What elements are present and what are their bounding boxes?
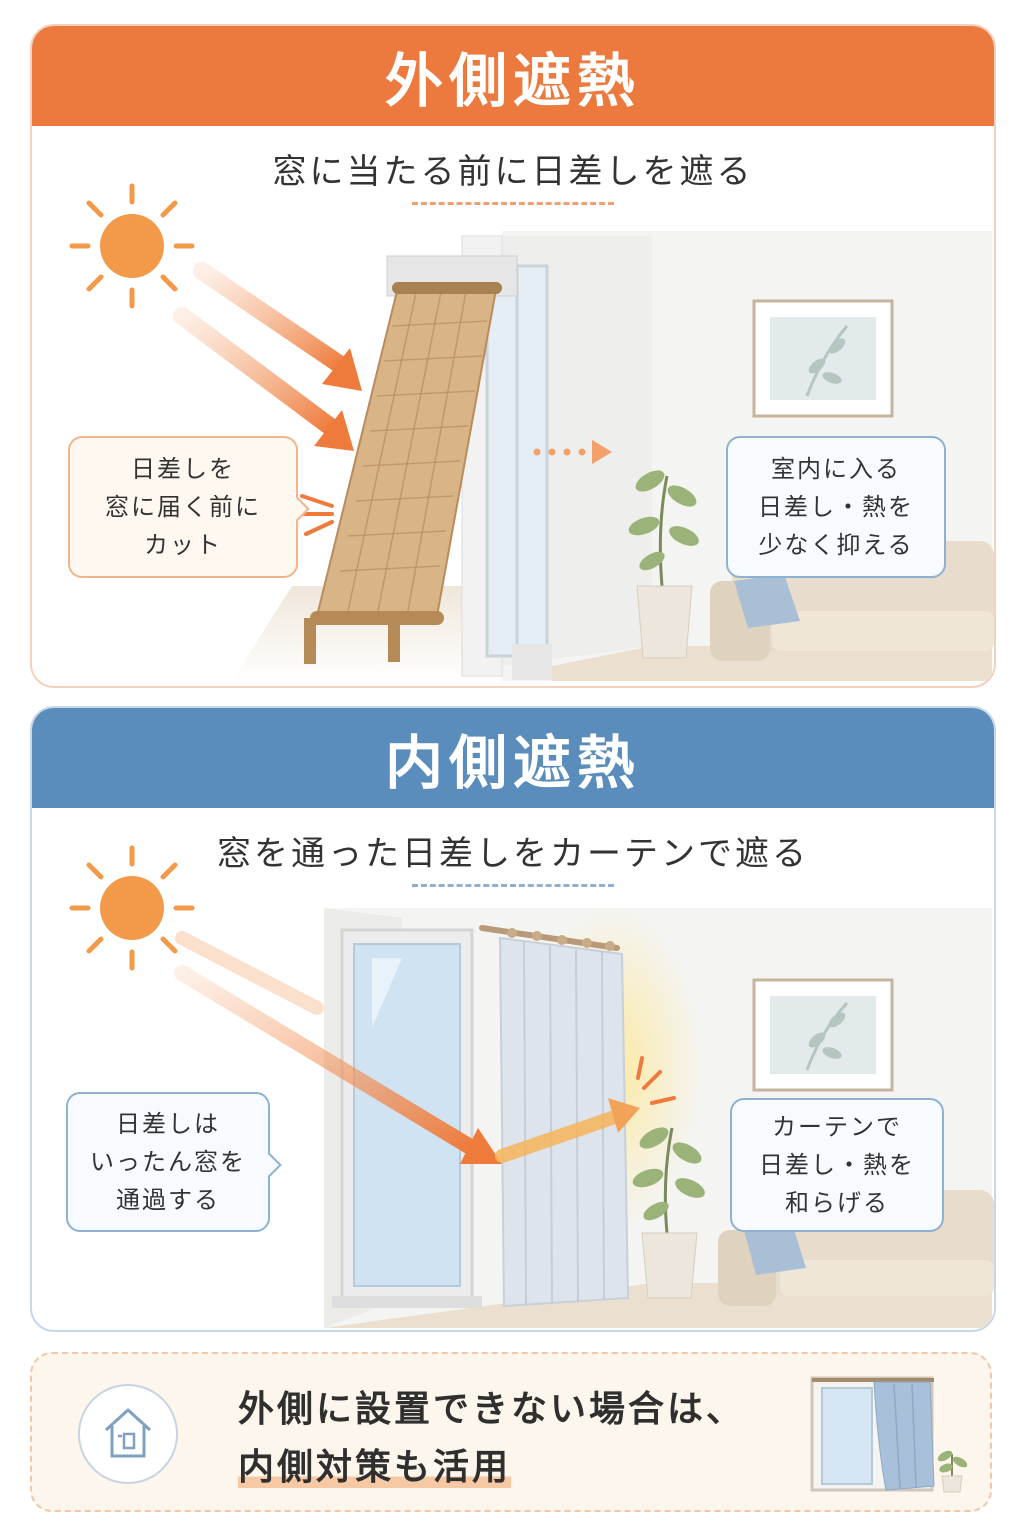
outer-bubble-left-text: 日差しを 窓に届く前に カット — [105, 455, 261, 559]
picture-frame — [752, 978, 894, 1092]
inner-bubble-left-text: 日差しは いったん窓を 通過する — [90, 1110, 246, 1214]
inner-subtitle: 窓を通った日差しをカーテンで遮る — [217, 834, 809, 874]
outer-subtitle: 窓に当たる前に日差しを遮る — [272, 152, 754, 192]
outer-dash-divider — [412, 202, 614, 205]
outer-panel: 外側遮熱 窓に当たる前に日差しを遮る — [30, 24, 996, 688]
inner-dash-divider — [412, 884, 614, 887]
outer-scene — [69, 183, 994, 681]
inner-impact-lines — [636, 1056, 676, 1105]
outer-impact-lines — [298, 494, 334, 536]
cushion — [734, 574, 800, 628]
inner-title: 内側遮熱 — [32, 708, 994, 808]
bamboo-blind — [304, 255, 518, 664]
inner-panel: 内側遮熱 窓を通った日差しをカーテンで遮る — [30, 706, 996, 1332]
plant — [628, 470, 699, 659]
inner-scene — [69, 845, 994, 1328]
sun-icon — [69, 845, 195, 971]
footer-tip: 外側に設置できない場合は、 内側対策も活用 — [30, 1352, 992, 1512]
footer-curtain-illustration — [810, 1376, 968, 1493]
footer-line-2-text: 内側対策も活用 — [238, 1447, 512, 1488]
inner-bubble-left: 日差しは いったん窓を 通過する — [66, 1092, 282, 1232]
outer-bubble-right: 室内に入る 日差し・熱を 少なく抑える — [726, 436, 946, 578]
inner-bubble-right-text: カーテンで 日差し・熱を 和らげる — [759, 1113, 915, 1217]
inner-bubble-right: カーテンで 日差し・熱を 和らげる — [730, 1098, 944, 1232]
inner-sunlight-arrow — [174, 931, 640, 1164]
outer-reduced-heat-arrow — [533, 440, 612, 464]
footer-line-1: 外側に設置できない場合は、 — [238, 1389, 746, 1430]
house-icon-circle — [78, 1384, 178, 1484]
outer-bubble-left: 日差しを 窓に届く前に カット — [68, 436, 310, 578]
plant — [632, 1127, 705, 1299]
picture-frame — [752, 299, 894, 418]
outer-title: 外側遮熱 — [32, 26, 994, 126]
house-icon — [104, 1408, 152, 1458]
sun-icon — [69, 183, 195, 309]
cushion — [744, 1223, 806, 1275]
inner-window — [332, 928, 482, 1308]
outer-sunlight-arrows — [173, 262, 362, 451]
outer-bubble-right-text: 室内に入る 日差し・熱を 少なく抑える — [758, 455, 914, 559]
footer-line-2: 内側対策も活用 — [238, 1438, 512, 1490]
